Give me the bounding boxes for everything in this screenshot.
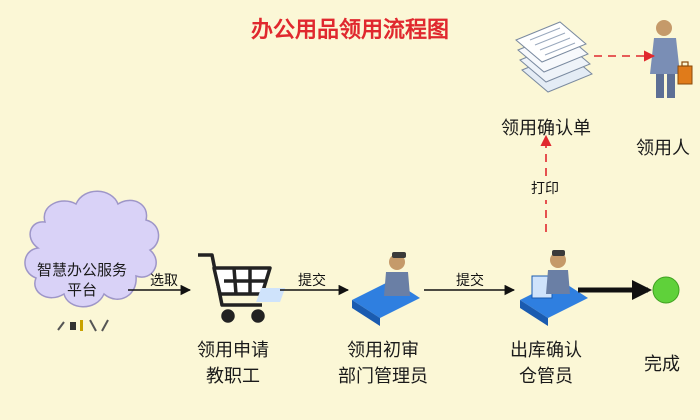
tools-icon bbox=[57, 319, 109, 332]
node-request-label: 领用申请 教职工 bbox=[197, 340, 269, 387]
diagram-title: 办公用品领用流程图 bbox=[250, 18, 449, 43]
node-platform-label: 智慧办公服务 平台 bbox=[36, 261, 127, 299]
warehouse-keeper-icon bbox=[520, 250, 588, 326]
cloud-icon bbox=[24, 190, 160, 332]
edge-select-label: 选取 bbox=[150, 273, 178, 289]
node-person-label: 领用人 bbox=[636, 138, 690, 159]
reviewer-at-desk-icon bbox=[256, 252, 420, 326]
node-slip-label: 领用确认单 bbox=[501, 118, 591, 139]
edge-submit-1-label: 提交 bbox=[298, 273, 326, 289]
document-stack-icon bbox=[515, 21, 593, 93]
done-circle bbox=[652, 276, 680, 304]
edge-submit-2-label: 提交 bbox=[456, 273, 484, 289]
edge-print-label: 打印 bbox=[530, 176, 560, 200]
node-confirm-label: 出库确认 仓管员 bbox=[510, 340, 582, 387]
node-review-label: 领用初审 部门管理员 bbox=[338, 340, 428, 387]
shopping-cart-icon bbox=[198, 253, 272, 323]
person-with-briefcase-icon bbox=[650, 20, 693, 98]
node-done-label: 完成 bbox=[644, 354, 680, 375]
